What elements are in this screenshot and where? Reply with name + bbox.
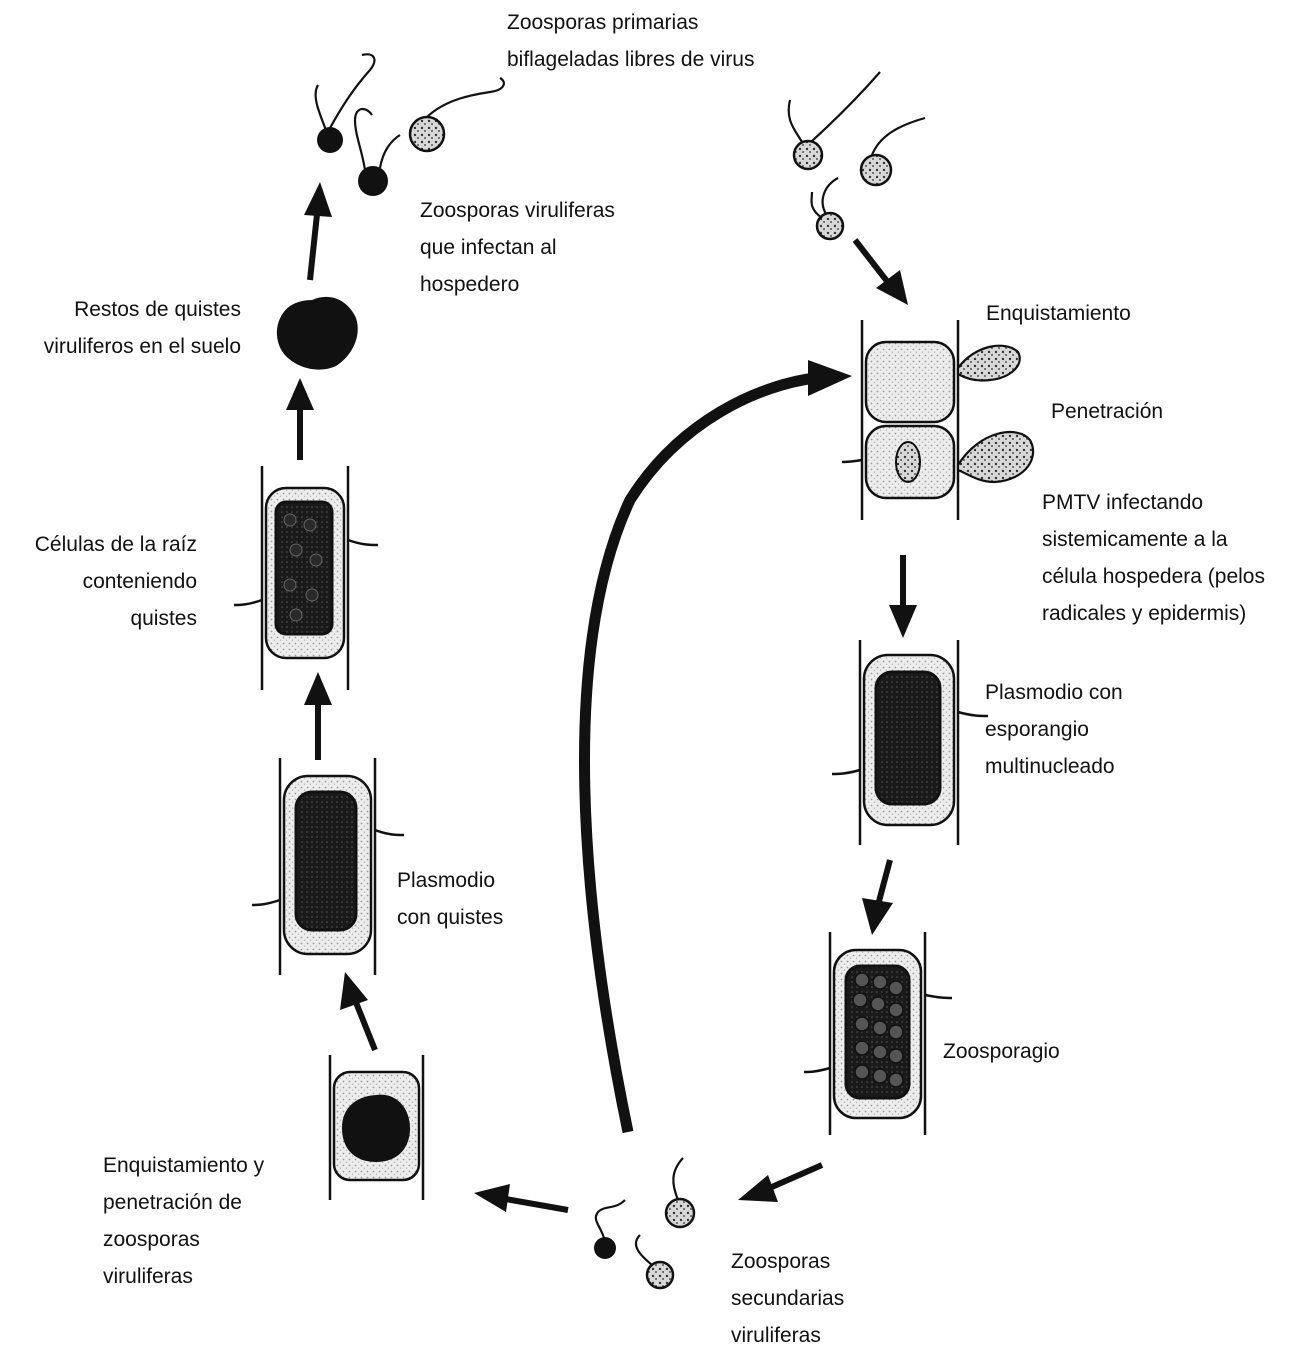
- label-encystment: Enquistamiento: [986, 302, 1131, 325]
- plasmodium-with-cysts-icon: [251, 758, 405, 975]
- label-root-cells-cysts: Células de la raíz conteniendo quistes: [34, 533, 197, 630]
- cyst-remains-icon: [276, 296, 358, 370]
- reinfection-arrow-icon: [578, 360, 852, 1134]
- virus-free-zoospore-icon: [408, 77, 505, 153]
- label-plasmodium-sporangium: Plasmodio con esporangio multinucleado: [985, 681, 1123, 778]
- arrow-up-icon: [286, 378, 314, 460]
- arrow-down-icon: [889, 555, 917, 638]
- root-cell-with-cysts-icon: [233, 466, 379, 690]
- label-primary-zoospores: Zoosporas primarias biflageladas libres …: [507, 11, 755, 71]
- arrow-up-icon: [304, 672, 332, 760]
- arrow-left-icon: [474, 1184, 569, 1213]
- label-secondary-zoospores: Zoosporas secundarias viruliferas: [731, 1250, 845, 1347]
- arrow-down-icon: [862, 859, 893, 935]
- label-cyst-remains: Restos de quistes viruliferos en el suel…: [43, 298, 241, 358]
- label-penetration: Penetración: [1051, 400, 1164, 423]
- viruliferous-zoospores-icon: [314, 53, 401, 196]
- encystment-penetration-cell-icon: [841, 320, 1035, 520]
- arrow-up-icon: [304, 182, 332, 281]
- primary-zoospores-icon: [787, 71, 926, 241]
- plasmodium-sporangium-icon: [831, 640, 989, 845]
- encystment-penetration-cell-icon: [328, 1055, 425, 1200]
- label-viruliferous-zoospores-infect: Zoosporas viruliferas que infectan al ho…: [420, 199, 615, 296]
- arrow-down-left-icon: [738, 1162, 824, 1202]
- zoosporangium-icon: [803, 932, 953, 1135]
- secondary-zoospores-icon: [594, 1157, 696, 1290]
- arrow-down-icon: [852, 238, 908, 305]
- label-plasmodium-cysts: Plasmodio con quistes: [397, 869, 504, 929]
- label-pmtv-infecting: PMTV infectando sistemicamente a la célu…: [1042, 491, 1265, 625]
- arrow-up-icon: [340, 972, 378, 1052]
- label-zoosporangium: Zoosporagio: [943, 1040, 1060, 1063]
- label-encystment-penetration: Enquistamiento y penetración de zoospora…: [103, 1154, 265, 1288]
